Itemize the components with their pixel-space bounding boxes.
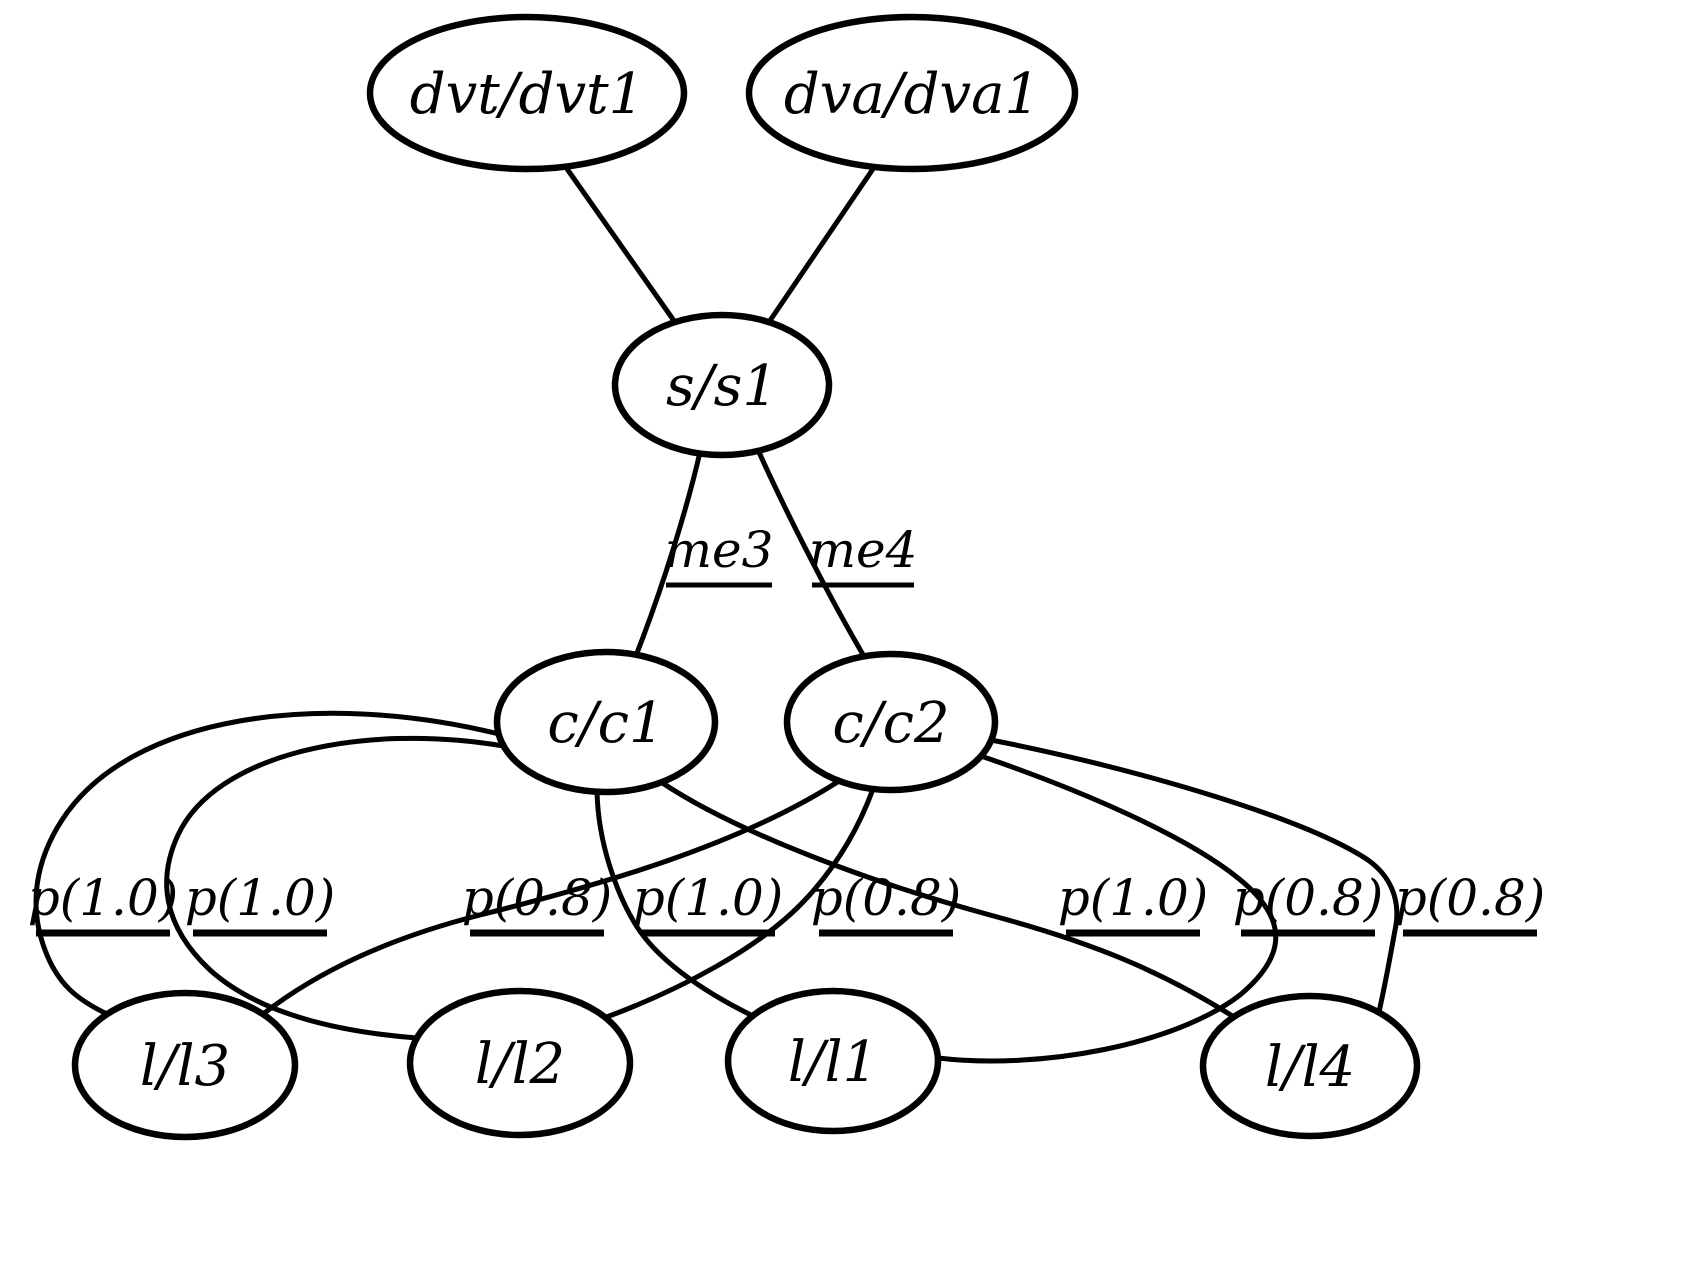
- node-l3: l/l3: [71, 989, 299, 1141]
- node-dva1-ellipse: [745, 13, 1079, 173]
- edge-label-c1-l1: p(1.0): [633, 869, 784, 927]
- node-dvt1: dvt/dvt1: [366, 13, 688, 173]
- edge-label-c2-l4: p(0.8): [1395, 869, 1546, 927]
- node-l2-label: l/l2: [475, 1032, 565, 1097]
- edge-c1-l3: [33, 710, 502, 1017]
- node-l4-ellipse: [1199, 992, 1421, 1140]
- node-l2-ellipse: [406, 987, 634, 1139]
- edge-dva1-s1: [764, 163, 878, 328]
- edge-c2-l4: [988, 737, 1400, 1015]
- node-dvt1-label: dvt/dvt1: [410, 62, 644, 127]
- node-l4-label: l/l4: [1265, 1035, 1355, 1100]
- node-c1-ellipse: [493, 648, 719, 796]
- edge-label-c2-l1: p(0.8): [1233, 869, 1384, 927]
- node-c1: c/c1: [493, 648, 719, 796]
- edge-label-c1-l3: p(1.0): [28, 869, 179, 927]
- node-l1-ellipse: [724, 987, 942, 1135]
- node-s1-ellipse: [611, 311, 833, 459]
- node-dva1-label: dva/dva1: [784, 62, 1040, 127]
- node-dva1: dva/dva1: [745, 13, 1079, 173]
- edge-label-c2-l2: p(0.8): [811, 869, 962, 927]
- edge-label-c2-l3: p(0.8): [462, 869, 613, 927]
- node-s1: s/s1: [611, 311, 833, 459]
- edge-label-c1-l2: p(1.0): [185, 869, 336, 927]
- node-c2: c/c2: [783, 650, 999, 794]
- node-dvt1-ellipse: [366, 13, 688, 173]
- node-c1-label: c/c1: [547, 691, 664, 756]
- edge-label-c1-l4: p(1.0): [1058, 869, 1209, 927]
- edge-s1-c2: [755, 447, 868, 661]
- node-l4: l/l4: [1199, 992, 1421, 1140]
- node-s1-label: s/s1: [666, 354, 778, 419]
- node-l3-ellipse: [71, 989, 299, 1141]
- edge-dvt1-s1: [562, 163, 680, 328]
- edge-label-s1-c2: me4: [809, 521, 918, 579]
- edge-s1-c1: [632, 449, 703, 661]
- node-l2: l/l2: [406, 987, 634, 1139]
- edge-c1-l1: [594, 788, 756, 1019]
- node-l1-label: l/l1: [788, 1030, 878, 1095]
- node-c2-label: c/c2: [832, 691, 949, 756]
- edge-c2-l3: [260, 778, 842, 1017]
- node-l1: l/l1: [724, 987, 942, 1135]
- edge-c2-l2: [601, 786, 876, 1021]
- edge-c1-l2: [164, 735, 507, 1041]
- edge-c2-l1: [935, 753, 1279, 1064]
- node-l3-label: l/l3: [140, 1034, 230, 1099]
- node-c2-ellipse: [783, 650, 999, 794]
- edge-label-s1-c1: me3: [665, 521, 774, 579]
